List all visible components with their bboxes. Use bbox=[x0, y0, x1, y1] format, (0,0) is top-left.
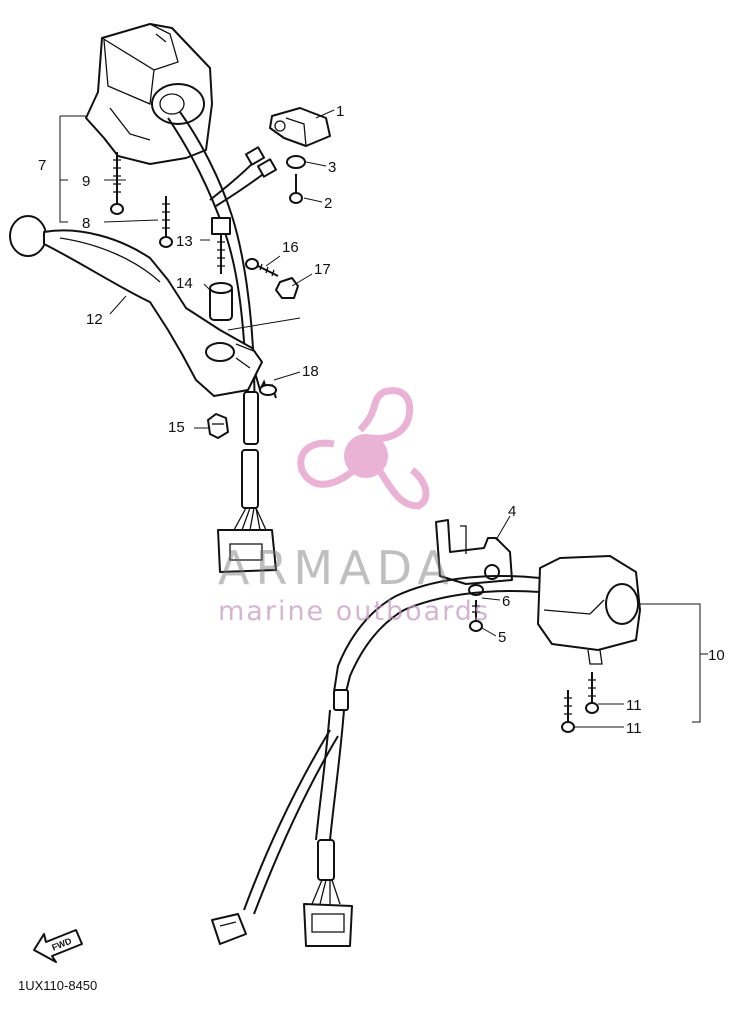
callout-16: 16 bbox=[282, 239, 299, 256]
callout-11-upper: 11 bbox=[626, 697, 642, 714]
callout-15: 15 bbox=[168, 419, 185, 436]
part-2-screw bbox=[289, 174, 303, 204]
right-handlebar-switch bbox=[537, 555, 641, 665]
left-harness-sleeve bbox=[243, 391, 259, 445]
callout-7: 7 bbox=[38, 157, 46, 174]
forward-direction-marker: FWD bbox=[33, 929, 83, 963]
callout-10: 10 bbox=[708, 647, 725, 664]
right-harness-connector-main bbox=[303, 879, 353, 947]
propeller-logo-icon bbox=[297, 387, 430, 510]
part-18-spring bbox=[251, 373, 277, 399]
right-switch-harness bbox=[333, 575, 541, 693]
callout-1: 1 bbox=[336, 103, 344, 120]
part-11-screw-lower bbox=[561, 690, 575, 733]
part-3-washer bbox=[286, 155, 306, 169]
callout-13: 13 bbox=[176, 233, 193, 250]
left-handlebar-switch bbox=[85, 23, 213, 165]
part-13-bolt bbox=[211, 217, 231, 274]
part-12-clutch-lever bbox=[9, 215, 263, 397]
part-5-screw bbox=[469, 600, 483, 632]
callout-17: 17 bbox=[314, 261, 331, 278]
callout-18: 18 bbox=[302, 363, 319, 380]
part-1-switch-cover bbox=[269, 107, 331, 147]
callout-2: 2 bbox=[324, 195, 332, 212]
part-15-nut bbox=[207, 413, 229, 439]
watermark-brand: ARMADA bbox=[218, 541, 455, 595]
part-17-nut bbox=[275, 277, 299, 299]
leader-lines bbox=[59, 109, 708, 728]
callout-5: 5 bbox=[498, 629, 506, 646]
part-11-screw-upper bbox=[585, 672, 599, 714]
part-16-screw bbox=[245, 258, 279, 277]
part-9-screw bbox=[110, 152, 124, 215]
callout-9: 9 bbox=[82, 173, 90, 190]
watermark-tagline: marine outboards bbox=[218, 596, 490, 627]
propeller-hub-icon bbox=[344, 434, 388, 478]
callout-3: 3 bbox=[328, 159, 336, 176]
diagram-code: 1UX110-8450 bbox=[18, 978, 97, 993]
callout-12: 12 bbox=[86, 311, 103, 328]
part-8-screw bbox=[159, 196, 173, 248]
callout-8: 8 bbox=[82, 215, 90, 232]
armada-watermark: ARMADA marine outboards bbox=[218, 387, 490, 627]
callout-6: 6 bbox=[502, 593, 510, 610]
right-harness-connector-small bbox=[211, 913, 247, 945]
callout-11-lower: 11 bbox=[626, 720, 642, 737]
callout-14: 14 bbox=[176, 275, 193, 292]
part-14-collar bbox=[209, 282, 233, 321]
left-harness-connector bbox=[217, 507, 277, 573]
callout-4: 4 bbox=[508, 503, 516, 520]
